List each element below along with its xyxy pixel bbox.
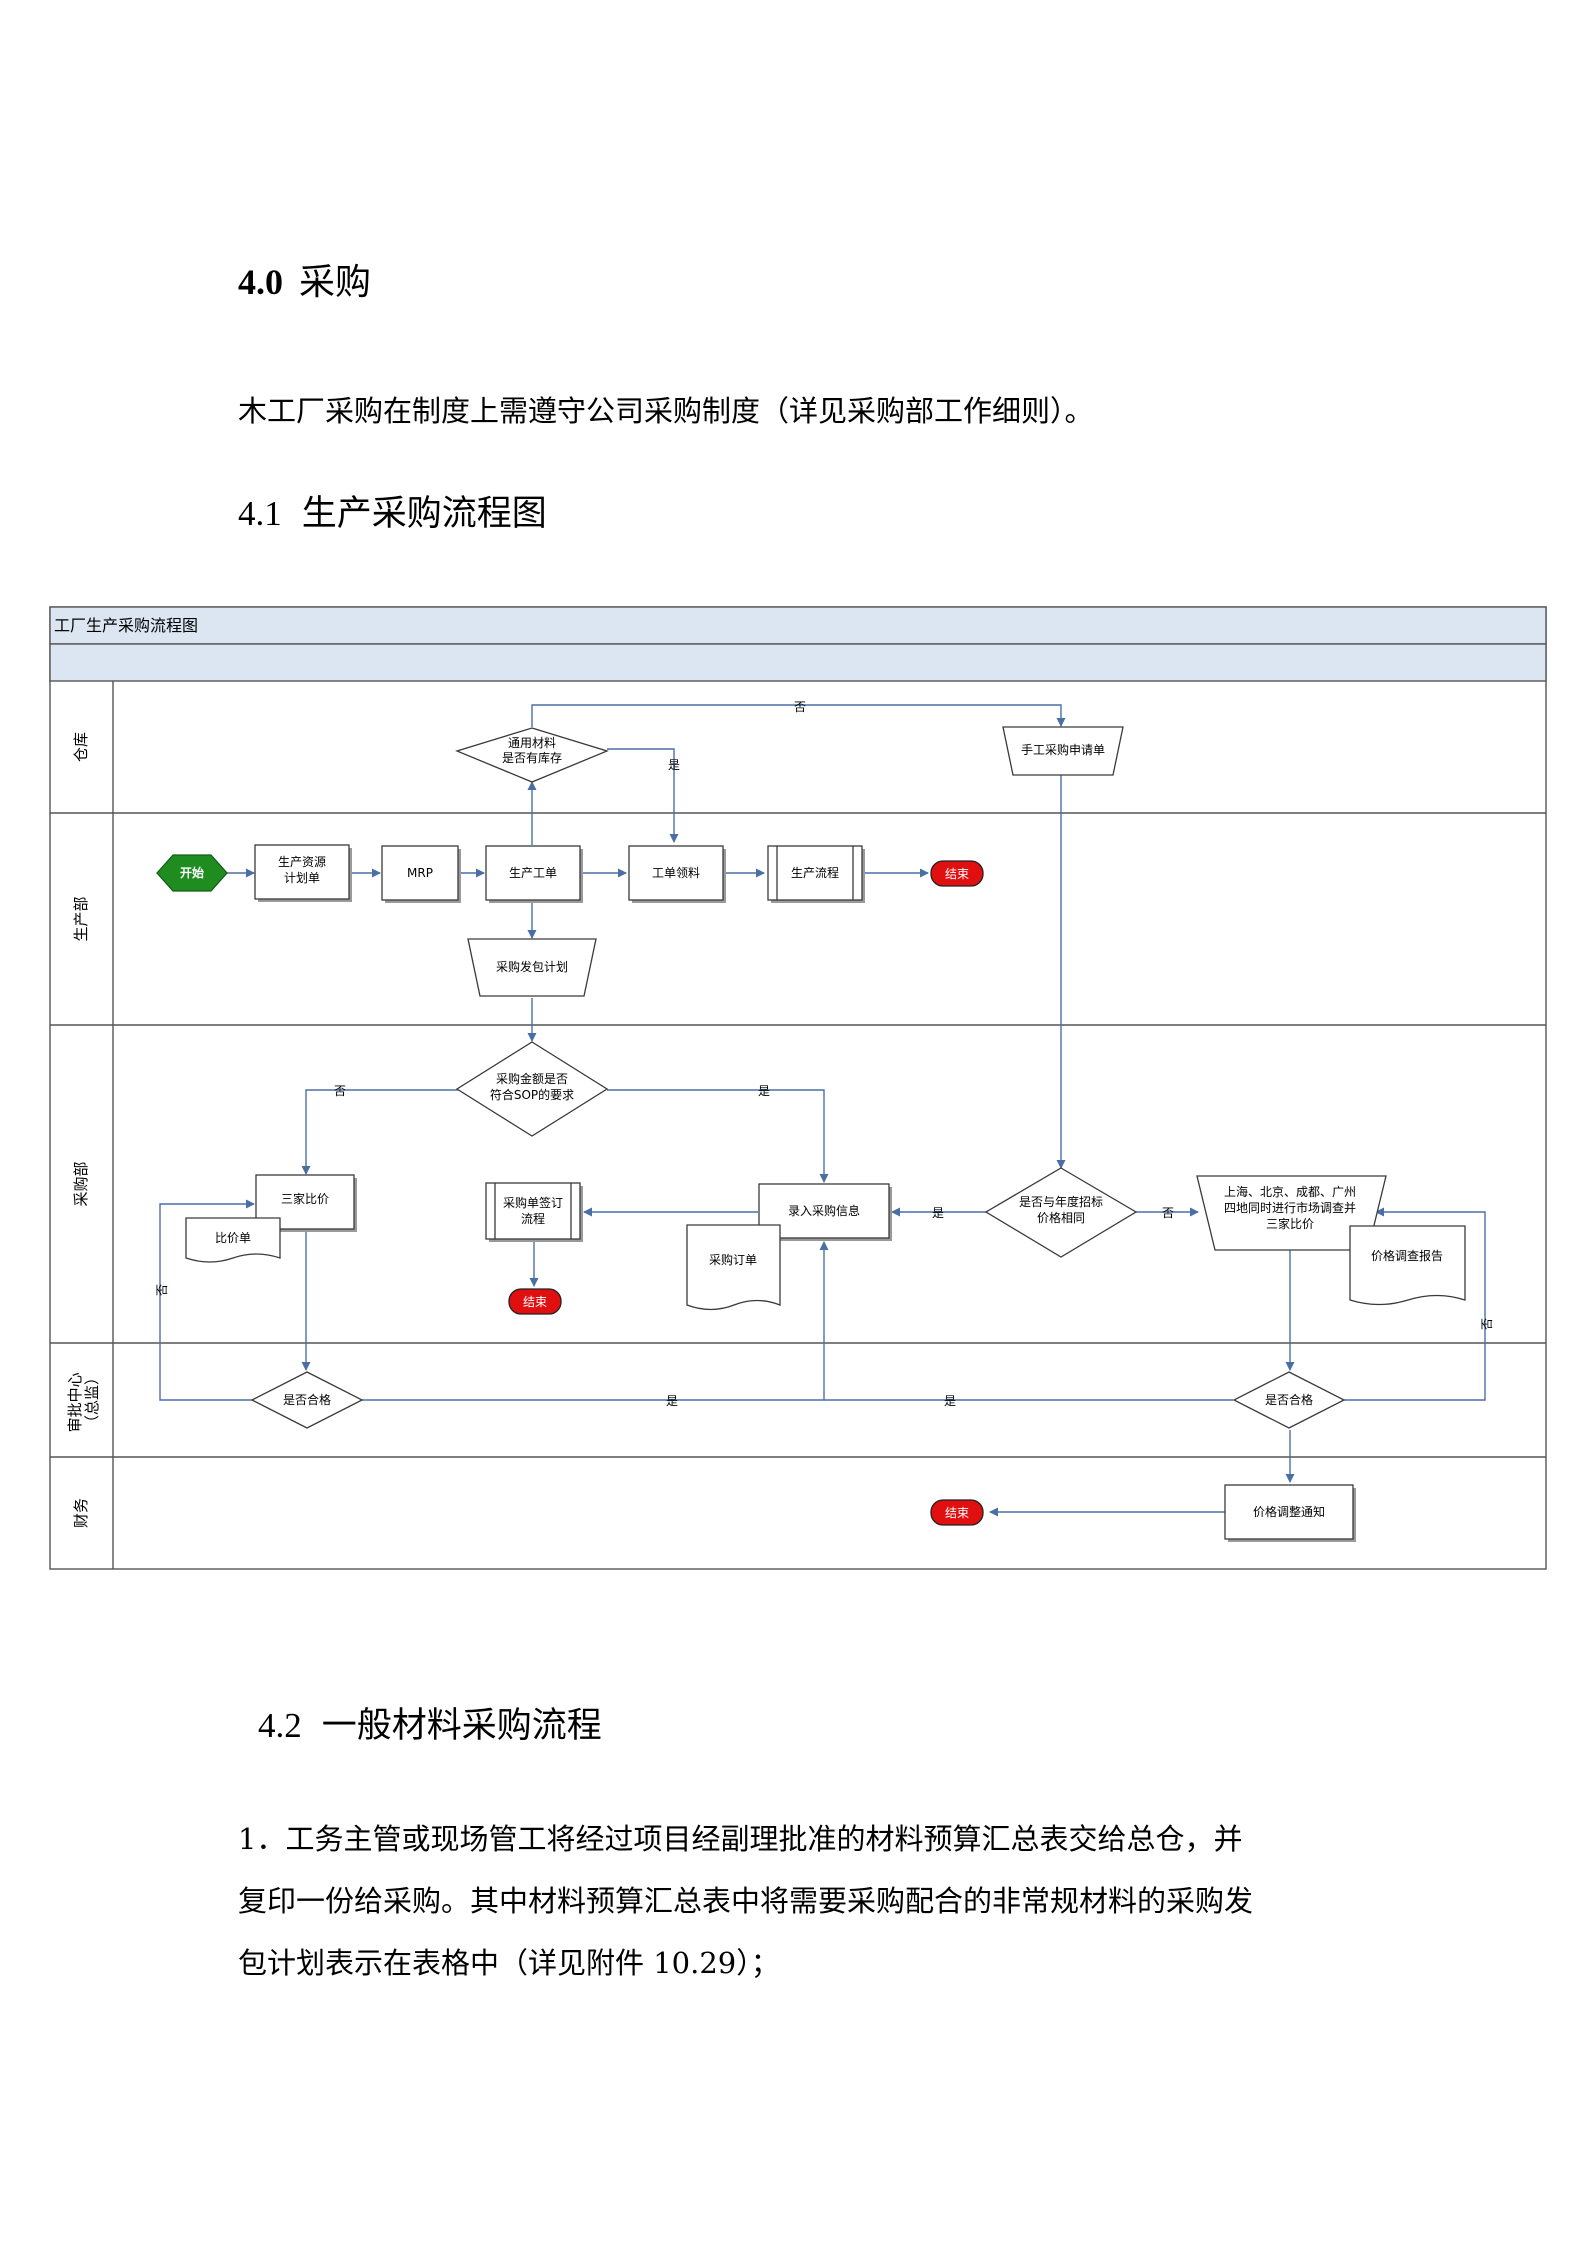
amount-check-line1: 采购金额是否 [496, 1071, 568, 1086]
lane-finance: 财务 [72, 1498, 90, 1528]
subsection-number-2: 4.2 [258, 1706, 302, 1745]
label-yes-pass1: 是 [666, 1394, 678, 1408]
price-same-diamond: 是否与年度招标价格相同 [984, 1167, 1138, 1258]
lane-approval-line1: 审批中心 [66, 1372, 84, 1432]
label-yes-amount: 是 [758, 1084, 770, 1098]
mrp-label: MRP [407, 866, 433, 880]
end-label-1: 结束 [945, 867, 969, 881]
lane-production: 生产部 [72, 896, 90, 941]
work-order-label: 生产工单 [509, 866, 557, 880]
pass-check-label-1: 是否合格 [283, 1392, 331, 1407]
quote-doc-node: 比价单 [185, 1217, 281, 1263]
svg-text:采购金额是否符合SOP的要求: 采购金额是否符合SOP的要求 [490, 1071, 574, 1102]
po-sign-line1: 采购单签订 [503, 1195, 563, 1210]
intro-paragraph: 木工厂采购在制度上需遵守公司采购制度（详见采购部工作细则）。 [238, 394, 1094, 428]
lane-approval-center: 审批中心 （总监） [66, 1368, 101, 1433]
pass-check-label-2: 是否合格 [1265, 1392, 1313, 1407]
resource-plan-line1: 生产资源 [278, 855, 326, 869]
end-node-2: 结束 [508, 1288, 562, 1315]
price-same-line2: 价格相同 [1037, 1210, 1085, 1225]
end-node-3: 结束 [930, 1499, 984, 1526]
body-line-1: 1．工务主管或现场管工将经过项目经副理批准的材料预算汇总表交给总仓，并 [238, 1822, 1243, 1856]
enter-po-node: 录入采购信息 [758, 1183, 892, 1241]
label-no-amount: 否 [334, 1084, 346, 1098]
subsection-title-2: 一般材料采购流程 [321, 1706, 602, 1746]
enter-po-label: 录入采购信息 [788, 1203, 860, 1218]
price-report-node: 价格调查报告 [1349, 1225, 1466, 1306]
resource-plan-node: 生产资源计划单 [254, 844, 352, 902]
lane-warehouse: 仓库 [72, 732, 90, 762]
label-yes-price: 是 [932, 1206, 944, 1220]
end-label-3: 结束 [945, 1506, 969, 1520]
label-yes-stock: 是 [668, 758, 680, 772]
section-heading: 4.0 采购 [238, 258, 371, 307]
po-sign-line2: 流程 [521, 1211, 545, 1226]
svg-text:通用材料是否有库存: 通用材料是否有库存 [502, 736, 562, 765]
amount-check-diamond: 采购金额是否符合SOP的要求 [455, 1041, 609, 1137]
po-sign-node: 采购单签订流程 [485, 1182, 583, 1242]
start-label: 开始 [180, 865, 204, 880]
label-yes-pass2: 是 [944, 1394, 956, 1408]
svg-text:是否与年度招标价格相同: 是否与年度招标价格相同 [1019, 1194, 1103, 1225]
body-line-3: 包计划表示在表格中（详见附件 10.29）； [238, 1946, 780, 1980]
market-survey-line1: 上海、北京、成都、广州 [1224, 1184, 1356, 1199]
flowchart-frame [49, 606, 1547, 1570]
svg-text:生产资源计划单: 生产资源计划单 [278, 855, 326, 885]
subsection-title-1: 生产采购流程图 [301, 494, 547, 534]
section-number: 4.0 [238, 262, 283, 302]
stock-check-line1: 通用材料 [508, 736, 556, 750]
start-node: 开始 [156, 854, 228, 892]
label-no-pass1: 否 [155, 1284, 169, 1296]
svg-text:上海、北京、成都、广州四地同时进行市场调查并三家比价: 上海、北京、成都、广州四地同时进行市场调查并三家比价 [1224, 1184, 1356, 1231]
stock-check-line2: 是否有库存 [502, 750, 562, 765]
resource-plan-line2: 计划单 [284, 871, 320, 885]
price-notice-node: 价格调整通知 [1224, 1484, 1356, 1542]
mrp-node: MRP [381, 845, 461, 903]
flowchart-header-bar [49, 643, 1547, 682]
label-no-pass2: 否 [1480, 1318, 1494, 1330]
material-issue-label: 工单领料 [652, 866, 700, 880]
market-survey-line2: 四地同时进行市场调查并 [1224, 1200, 1356, 1215]
section-title: 采购 [299, 262, 372, 303]
svg-text:采购单签订流程: 采购单签订流程 [503, 1195, 563, 1226]
po-doc-label: 采购订单 [709, 1252, 757, 1267]
subsection-number-1: 4.1 [238, 494, 282, 533]
three-quotes-label: 三家比价 [281, 1191, 329, 1206]
price-same-line1: 是否与年度招标 [1019, 1194, 1103, 1209]
subsection-heading-2: 4.2 一般材料采购流程 [258, 1702, 602, 1750]
production-process-node: 生产流程 [767, 845, 865, 903]
manual-request-label: 手工采购申请单 [1021, 742, 1105, 757]
quote-doc-label: 比价单 [215, 1231, 251, 1245]
market-survey-node: 上海、北京、成都、广州四地同时进行市场调查并三家比价 [1196, 1175, 1387, 1251]
flowchart-title-bar [49, 606, 1547, 645]
lane-purchasing: 采购部 [72, 1161, 90, 1206]
price-report-label: 价格调查报告 [1371, 1248, 1443, 1263]
flowchart-title: 工厂生产采购流程图 [54, 616, 198, 635]
work-order-node: 生产工单 [485, 845, 583, 903]
outsourcing-plan-node: 采购发包计划 [467, 938, 597, 997]
branch-labels: 否 是 否 是 是 否 否 是 是 否 [155, 700, 1494, 1408]
body-line-2: 复印一份给采购。其中材料预算汇总表中将需要采购配合的非常规材料的采购发 [238, 1884, 1254, 1918]
pass-check-diamond-2: 是否合格 [1232, 1371, 1346, 1429]
end-node-1: 结束 [930, 860, 984, 887]
amount-check-line2: 符合SOP的要求 [490, 1087, 574, 1102]
end-label-2: 结束 [523, 1295, 547, 1309]
stock-check-diamond: 通用材料是否有库存 [455, 727, 609, 783]
lane-approval-line2: （总监） [83, 1370, 101, 1430]
flow-connectors [159, 704, 1486, 1517]
pass-check-diamond-1: 是否合格 [250, 1371, 364, 1429]
price-notice-label: 价格调整通知 [1253, 1504, 1325, 1519]
market-survey-line3: 三家比价 [1266, 1216, 1314, 1231]
manual-request-node: 手工采购申请单 [1002, 726, 1124, 776]
material-issue-node: 工单领料 [628, 845, 726, 903]
production-process-label: 生产流程 [791, 865, 839, 880]
label-no-stock: 否 [794, 700, 806, 714]
label-no-price: 否 [1162, 1206, 1174, 1220]
po-doc-node: 采购订单 [686, 1224, 781, 1311]
outsourcing-plan-label: 采购发包计划 [496, 959, 568, 974]
subsection-heading-1: 4.1 生产采购流程图 [238, 490, 547, 538]
